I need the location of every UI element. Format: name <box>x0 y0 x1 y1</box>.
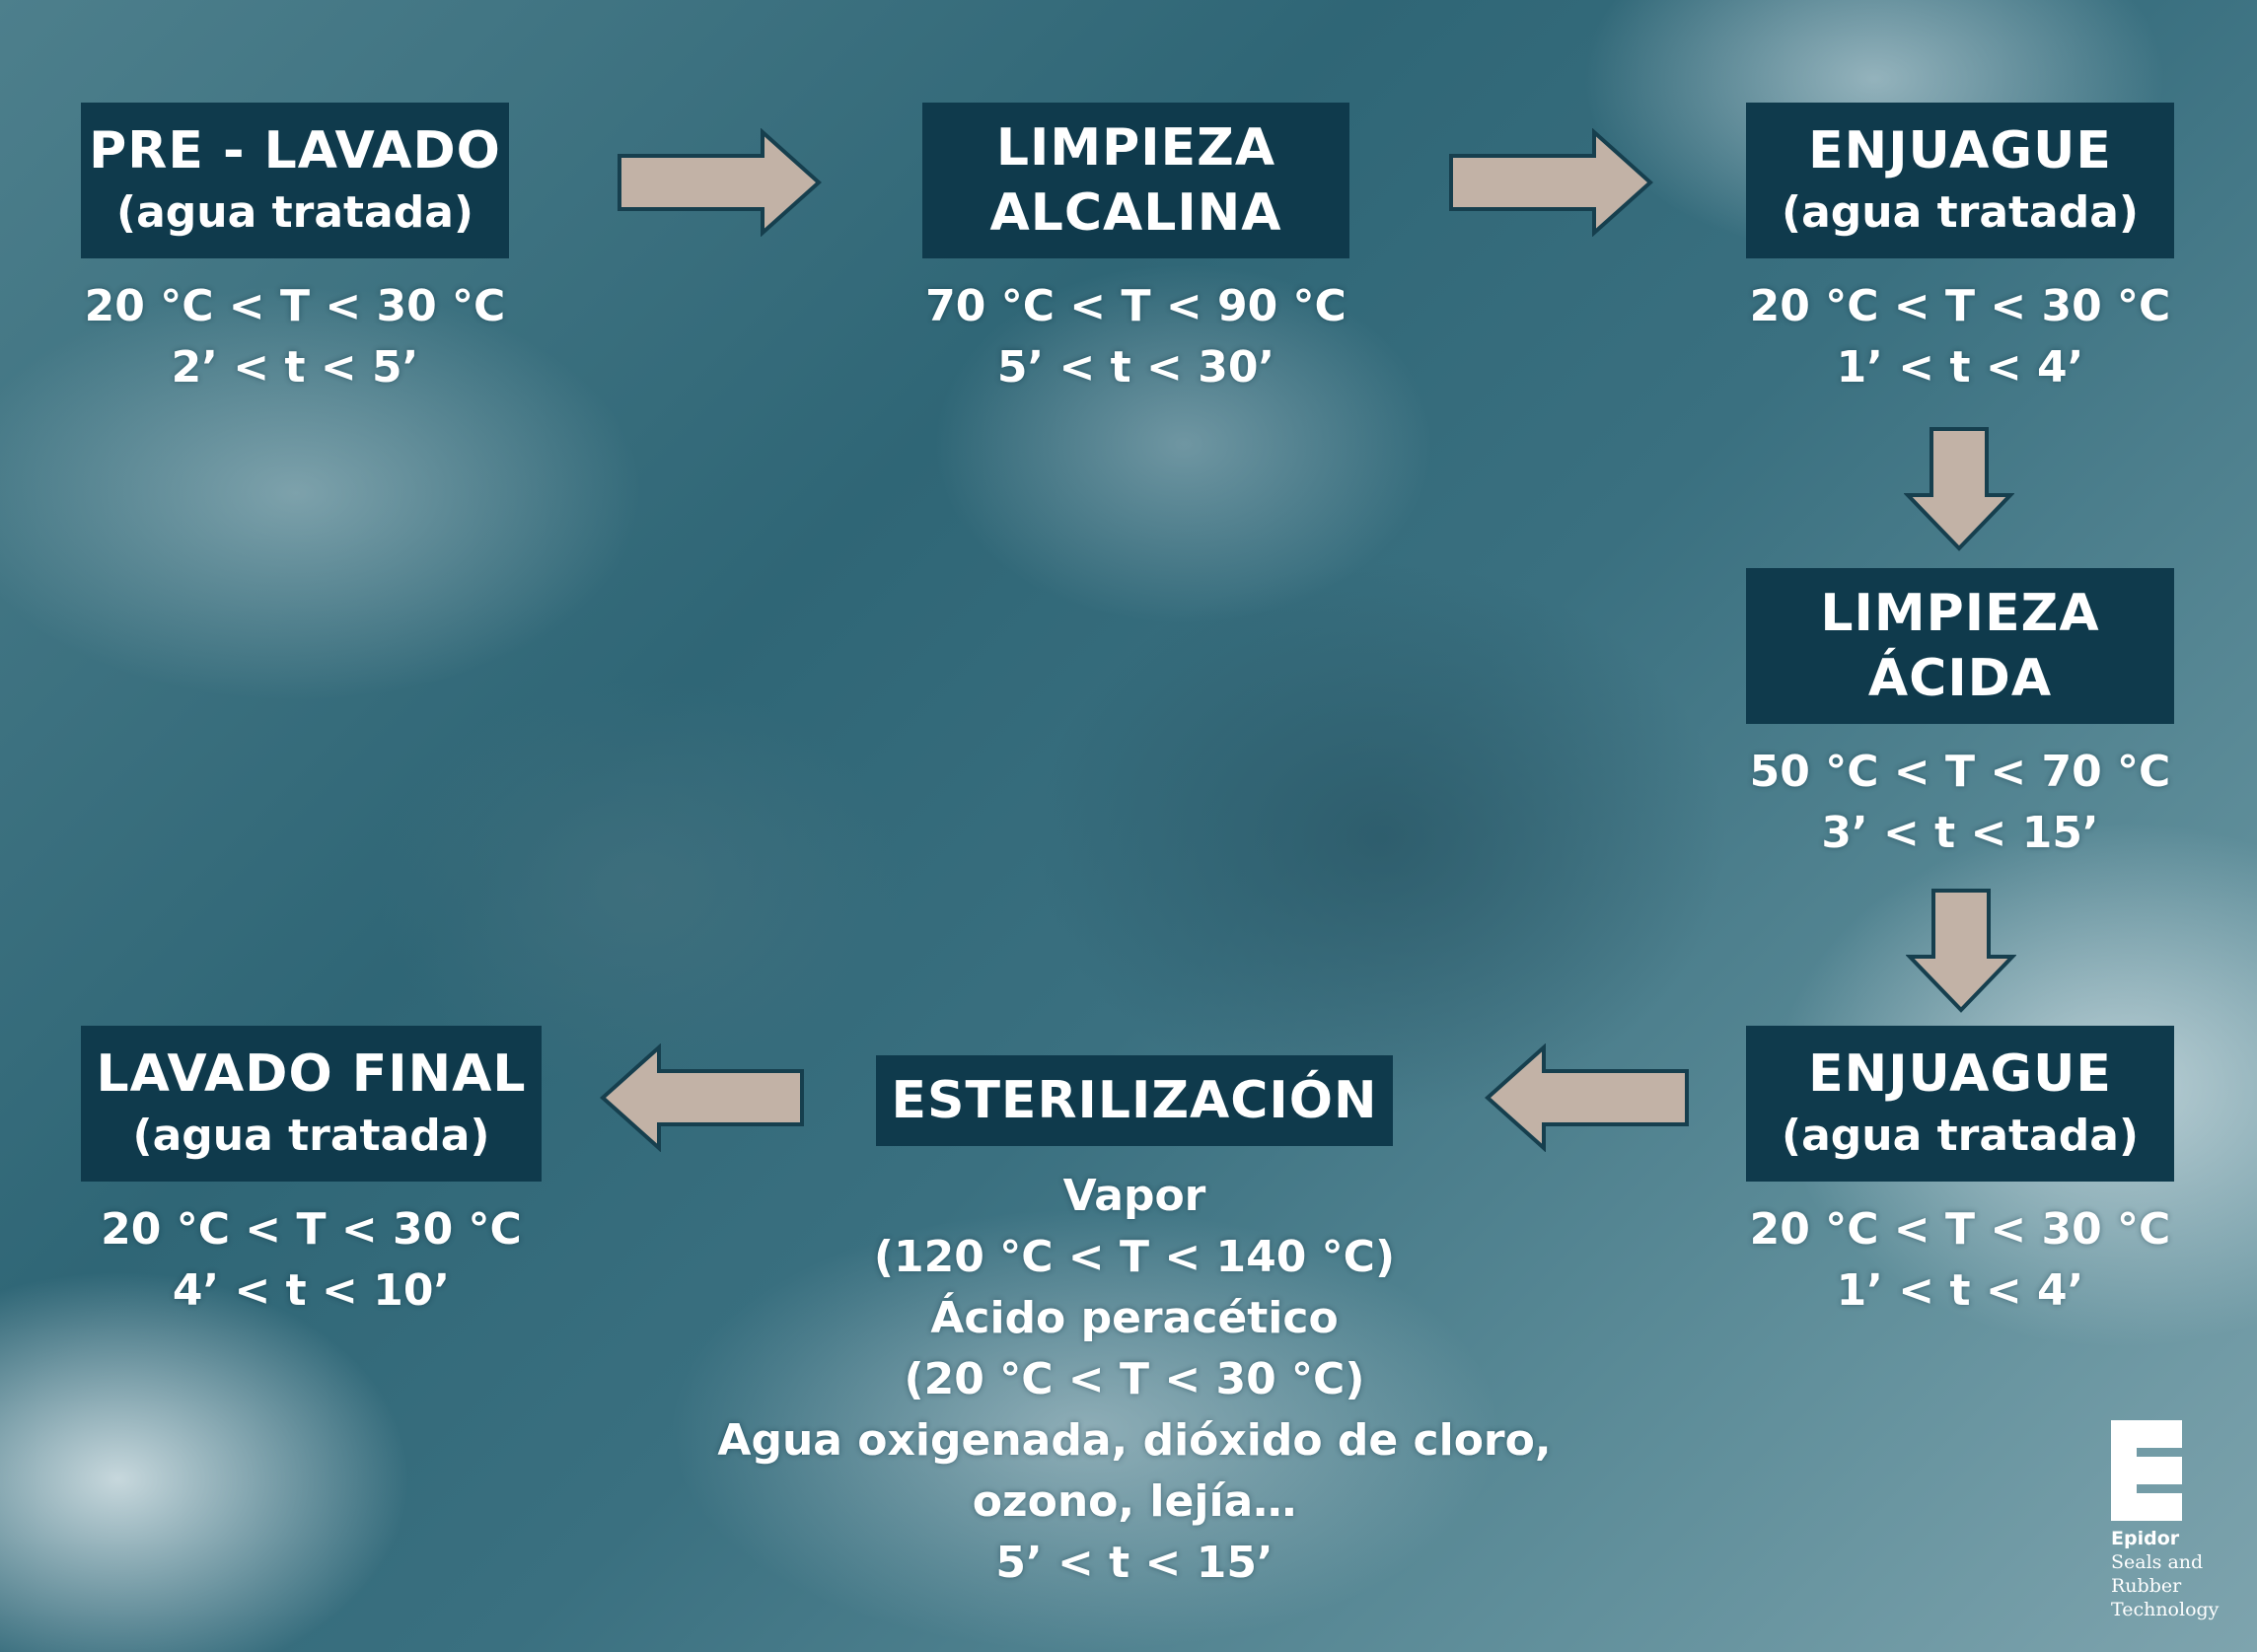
step-prelavado-time: 2’ < t < 5’ <box>171 342 419 393</box>
step-enjuague2-subtitle: (agua tratada) <box>1781 1111 2140 1161</box>
step-alcalina-title-line1: LIMPIEZA <box>995 118 1276 178</box>
epidor-logo: Epidor Seals and Rubber Technology <box>2111 1420 2229 1621</box>
step-enjuague1-conditions: 20 °C < T < 30 °C 1’ < t < 4’ <box>1746 276 2174 398</box>
step-prelavado-subtitle: (agua tratada) <box>115 187 474 238</box>
step-enjuague1-time: 1’ < t < 4’ <box>1836 342 2084 393</box>
step-enjuague1-subtitle: (agua tratada) <box>1781 187 2140 238</box>
esterilizacion-line: Ácido peracético <box>930 1293 1339 1343</box>
logo-brand-name: Epidor <box>2111 1528 2180 1549</box>
arrow-down-icon <box>1906 889 2016 1013</box>
esterilizacion-line: Vapor <box>1062 1171 1206 1221</box>
arrow-down-icon <box>1904 427 2014 551</box>
esterilizacion-line: ozono, lejía… <box>972 1476 1297 1527</box>
step-prelavado-title: PRE - LAVADO <box>89 121 501 180</box>
esterilizacion-line: Agua oxigenada, dióxido de cloro, <box>717 1415 1552 1466</box>
step-enjuague2-box: ENJUAGUE (agua tratada) <box>1746 1026 2174 1182</box>
step-final-conditions: 20 °C < T < 30 °C 4’ < t < 10’ <box>81 1199 542 1322</box>
step-acida-conditions: 50 °C < T < 70 °C 3’ < t < 15’ <box>1746 742 2174 864</box>
epidor-logo-icon <box>2111 1420 2182 1521</box>
logo-tagline: Technology <box>2111 1599 2220 1620</box>
step-acida-time: 3’ < t < 15’ <box>1821 808 2099 858</box>
step-alcalina-title-line2: ALCALINA <box>989 183 1282 243</box>
arrow-left-icon <box>1485 1043 1689 1152</box>
esterilizacion-line: (20 °C < T < 30 °C) <box>904 1354 1365 1404</box>
arrow-right-icon <box>1449 128 1653 237</box>
arrow-left-icon <box>600 1043 804 1152</box>
step-prelavado-box: PRE - LAVADO (agua tratada) <box>81 103 509 258</box>
step-final-subtitle: (agua tratada) <box>132 1111 490 1161</box>
step-alcalina-time: 5’ < t < 30’ <box>996 342 1275 393</box>
step-enjuague2-conditions: 20 °C < T < 30 °C 1’ < t < 4’ <box>1746 1199 2174 1322</box>
arrow-right-icon <box>618 128 822 237</box>
step-final-time: 4’ < t < 10’ <box>172 1265 451 1316</box>
step-enjuague1-temp: 20 °C < T < 30 °C <box>1749 281 2171 331</box>
logo-tagline: Seals and <box>2111 1551 2204 1573</box>
step-alcalina-box: LIMPIEZA ALCALINA <box>922 103 1349 258</box>
step-acida-temp: 50 °C < T < 70 °C <box>1749 747 2171 797</box>
step-final-temp: 20 °C < T < 30 °C <box>101 1204 522 1255</box>
step-esterilizacion-box: ESTERILIZACIÓN <box>876 1055 1393 1146</box>
step-enjuague1-title: ENJUAGUE <box>1808 121 2112 180</box>
step-final-box: LAVADO FINAL (agua tratada) <box>81 1026 542 1182</box>
step-acida-title-line2: ÁCIDA <box>1867 649 2053 708</box>
step-enjuague2-temp: 20 °C < T < 30 °C <box>1749 1204 2171 1255</box>
step-alcalina-temp: 70 °C < T < 90 °C <box>925 281 1347 331</box>
step-acida-box: LIMPIEZA ÁCIDA <box>1746 568 2174 724</box>
logo-tagline: Rubber <box>2111 1575 2182 1597</box>
step-enjuague2-title: ENJUAGUE <box>1808 1044 2112 1104</box>
step-enjuague1-box: ENJUAGUE (agua tratada) <box>1746 103 2174 258</box>
step-esterilizacion-conditions: Vapor (120 °C < T < 140 °C) Ácido peracé… <box>691 1166 1578 1594</box>
step-acida-title-line1: LIMPIEZA <box>1820 584 2100 643</box>
step-final-title: LAVADO FINAL <box>96 1044 527 1104</box>
step-prelavado-temp: 20 °C < T < 30 °C <box>84 281 506 331</box>
esterilizacion-line: (120 °C < T < 140 °C) <box>873 1232 1396 1282</box>
step-esterilizacion-title: ESTERILIZACIÓN <box>891 1071 1378 1130</box>
esterilizacion-line: 5’ < t < 15’ <box>995 1538 1274 1588</box>
step-enjuague2-time: 1’ < t < 4’ <box>1836 1265 2084 1316</box>
step-prelavado-conditions: 20 °C < T < 30 °C 2’ < t < 5’ <box>81 276 509 398</box>
step-alcalina-conditions: 70 °C < T < 90 °C 5’ < t < 30’ <box>922 276 1349 398</box>
